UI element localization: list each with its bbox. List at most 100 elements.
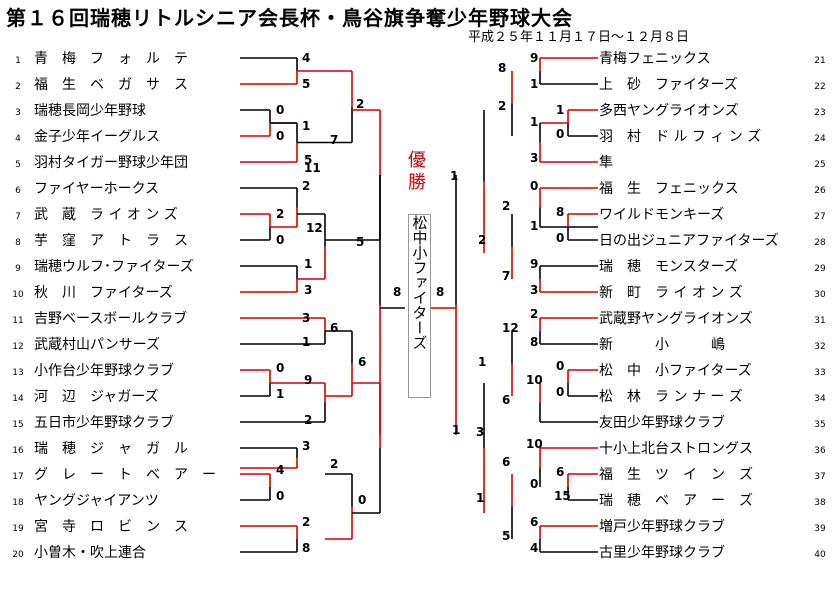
team-number: 8: [15, 238, 21, 248]
score-right: 2: [530, 307, 538, 321]
team-number: 21: [814, 56, 825, 66]
team-number: 20: [12, 550, 24, 560]
team-number: 25: [814, 160, 825, 170]
team-name-left: 武蔵村山パンサーズ: [34, 337, 160, 353]
score-left: 2: [330, 457, 338, 471]
score-right: 8: [530, 335, 538, 349]
team-name-left: 芋 窪 ア ト ラ ス: [34, 232, 188, 249]
team-name-left: 瑞穂長岡少年野球: [34, 103, 146, 119]
team-name-right: 隼: [599, 155, 613, 171]
score-right: 4: [530, 541, 538, 555]
score-right: 12: [502, 321, 519, 335]
team-name-left: 福 生 ベ ガ サ ス: [34, 77, 188, 93]
score-right: 3: [530, 151, 538, 165]
team-name-left: 秋 川 ファイターズ: [34, 285, 173, 301]
team-number: 4: [15, 134, 21, 144]
team-name-left: 宮 寺 ロ ビ ン ス: [34, 519, 188, 535]
team-name-left: 小曽木・吹上連合: [34, 545, 146, 561]
score-right: 0: [530, 477, 538, 491]
team-name-right: 多西ヤングライオンズ: [599, 102, 739, 119]
team-number: 19: [12, 524, 24, 534]
score-left: 0: [276, 233, 284, 247]
score-left: 2: [356, 97, 364, 111]
score-right: 1: [530, 77, 538, 91]
score-left: 3: [302, 311, 310, 325]
team-name-left: 小作台少年野球クラブ: [34, 362, 174, 379]
team-name-right: 福 生 フェニックス: [599, 181, 739, 197]
team-name-left: 五日市少年野球クラブ: [34, 414, 174, 431]
team-number: 15: [12, 420, 23, 430]
team-name-left: 武 蔵 ラ イ オ ン ズ: [34, 207, 178, 223]
team-number: 9: [15, 264, 21, 274]
score-right: 0: [556, 385, 564, 399]
score-right: 6: [530, 515, 538, 529]
score-right: 9: [530, 257, 538, 271]
team-number: 23: [814, 108, 825, 118]
team-name-right: 松 林 ラ ン ナ ー ズ: [599, 389, 743, 405]
score-left: 1: [304, 257, 312, 271]
team-number: 31: [814, 316, 825, 326]
team-number: 37: [814, 472, 825, 482]
score-right: 15: [554, 489, 571, 503]
team-name-left: グ レ ー ト ベ ア ー: [34, 467, 216, 483]
score-right: 0: [556, 127, 564, 141]
team-number: 13: [12, 368, 23, 378]
team-number: 22: [814, 82, 825, 92]
score-right: 1: [556, 103, 564, 117]
team-name-right: 福 生 ツ イ ン ズ: [599, 467, 753, 483]
team-number: 32: [814, 342, 825, 352]
score-right: 1: [452, 423, 460, 437]
team-name-left: 羽村タイガー野球少年団: [34, 155, 188, 171]
team-name-right: 十小上北台ストロングス: [599, 441, 753, 457]
team-number: 24: [814, 134, 826, 144]
team-number: 36: [814, 446, 826, 456]
champion-label: 優勝: [408, 150, 426, 193]
team-name-right: 新 小 嶋: [599, 337, 725, 353]
tournament-dates: 平成２５年１１月１７日～１２月８日: [468, 30, 690, 45]
score-right: 6: [556, 465, 564, 479]
score-right: 1: [478, 355, 486, 369]
team-name-right: 増戸少年野球クラブ: [599, 518, 725, 535]
score-right: 1: [530, 219, 538, 233]
team-number: 7: [15, 212, 21, 222]
team-name-right: 羽 村 ド ル フ ィ ン ズ: [599, 129, 761, 145]
team-name-left: ヤングジャイアンツ: [34, 493, 159, 509]
team-number: 16: [12, 446, 24, 456]
score-right: 2: [478, 233, 486, 247]
champion-team-name: 松中小ファイターズ: [410, 215, 429, 350]
team-name-right: 新 町 ラ イ オ ン ズ: [599, 285, 743, 301]
score-right: 1: [530, 115, 538, 129]
score-left: 1: [302, 119, 310, 133]
score-left: 0: [276, 489, 284, 503]
team-number: 34: [814, 394, 826, 404]
score-left: 4: [276, 463, 284, 477]
team-number: 10: [12, 290, 24, 300]
score-left: 4: [302, 51, 310, 65]
score-left: 9: [304, 373, 312, 387]
score-left: 0: [276, 361, 284, 375]
final-score-right: 8: [436, 285, 444, 299]
team-number: 35: [814, 420, 825, 430]
score-right: 8: [498, 61, 506, 75]
score-left: 12: [306, 221, 323, 235]
score-left: 0: [276, 129, 284, 143]
team-name-left: ファイヤーホークス: [34, 181, 159, 197]
score-left: 3: [302, 439, 310, 453]
score-right: 0: [556, 359, 564, 373]
team-name-right: 日の出ジュニアファイターズ: [599, 233, 779, 249]
score-left: 7: [330, 133, 338, 147]
team-number: 38: [814, 498, 826, 508]
page-title: 第１６回瑞穂リトルシニア会長杯・鳥谷旗争奪少年野球大会: [6, 6, 573, 30]
score-left: 5: [356, 235, 364, 249]
score-right: 2: [498, 99, 506, 113]
score-left: 1: [276, 387, 284, 401]
score-left: 2: [304, 413, 312, 427]
team-name-right: 青梅フェニックス: [599, 51, 711, 67]
team-number: 18: [12, 498, 24, 508]
score-right: 10: [526, 437, 543, 451]
team-number: 2: [15, 82, 21, 92]
team-name-right: 上 砂 ファイターズ: [599, 77, 738, 93]
team-number: 28: [814, 238, 826, 248]
score-left: 5: [304, 153, 312, 167]
